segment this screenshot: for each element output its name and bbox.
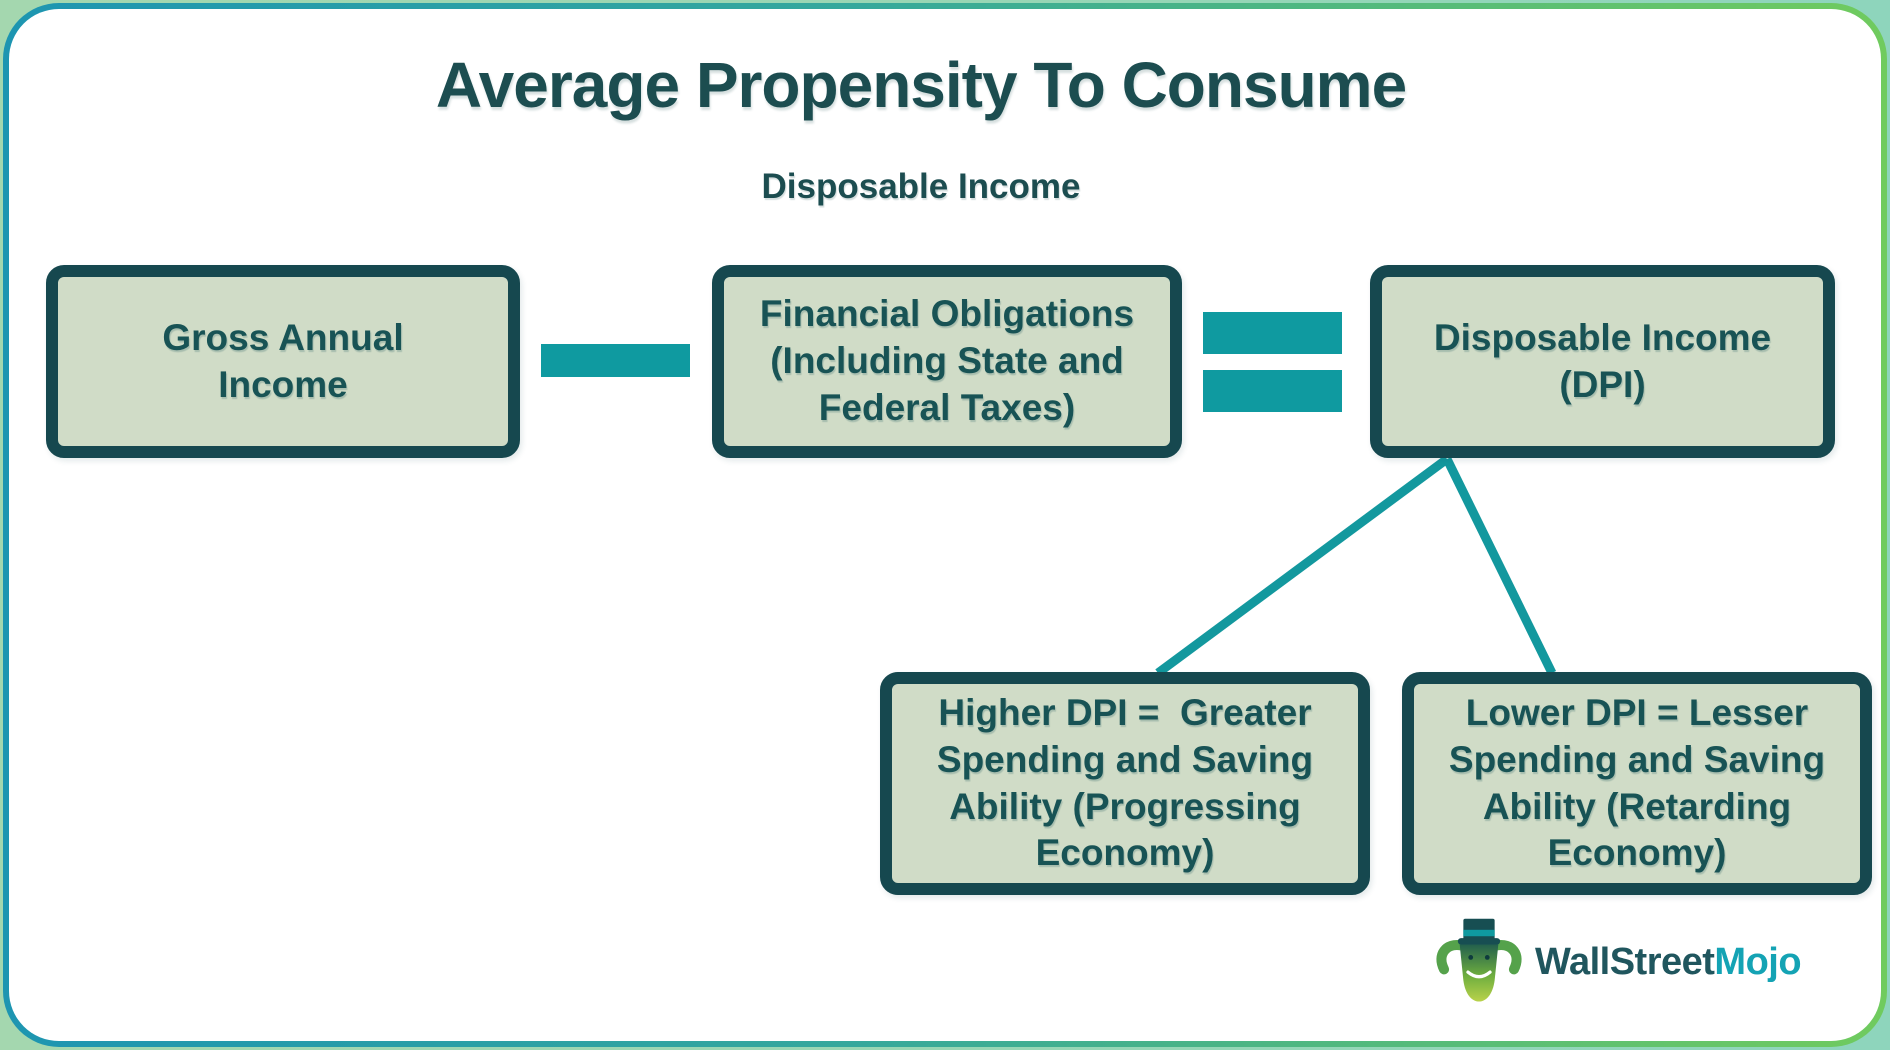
node-financial-obligations: Financial Obligations (Including State a… bbox=[712, 265, 1182, 458]
equals-bar-bottom bbox=[1203, 370, 1342, 412]
page-frame bbox=[3, 3, 1887, 1047]
node-disposable-income-label: Disposable Income (DPI) bbox=[1433, 316, 1772, 405]
node-gross-annual-income-label: Gross Annual Income bbox=[162, 316, 404, 405]
page-title: Average Propensity To Consume bbox=[435, 49, 1407, 121]
wallstreetmojo-logo: WallStreetMojo bbox=[1433, 916, 1802, 1008]
wordmark-accent: Mojo bbox=[1714, 940, 1802, 983]
node-higher-dpi-label: Higher DPI = Greater Spending and Saving… bbox=[936, 691, 1314, 874]
node-higher-dpi: Higher DPI = Greater Spending and Saving… bbox=[880, 672, 1370, 895]
node-disposable-income: Disposable Income (DPI) bbox=[1370, 265, 1835, 458]
equals-bar-top bbox=[1203, 312, 1342, 354]
node-lower-dpi-label: Lower DPI = Lesser Spending and Saving A… bbox=[1448, 691, 1826, 874]
wordmark: WallStreetMojo bbox=[1535, 940, 1802, 984]
wordmark-primary: WallStreet bbox=[1535, 940, 1715, 983]
equals-operator bbox=[1203, 312, 1342, 412]
node-financial-obligations-label: Financial Obligations (Including State a… bbox=[759, 293, 1135, 428]
minus-operator bbox=[541, 344, 690, 377]
node-lower-dpi: Lower DPI = Lesser Spending and Saving A… bbox=[1402, 672, 1872, 895]
node-gross-annual-income: Gross Annual Income bbox=[46, 265, 520, 458]
page-subtitle: Disposable Income bbox=[761, 167, 1081, 206]
bull-icon bbox=[1436, 918, 1522, 1002]
